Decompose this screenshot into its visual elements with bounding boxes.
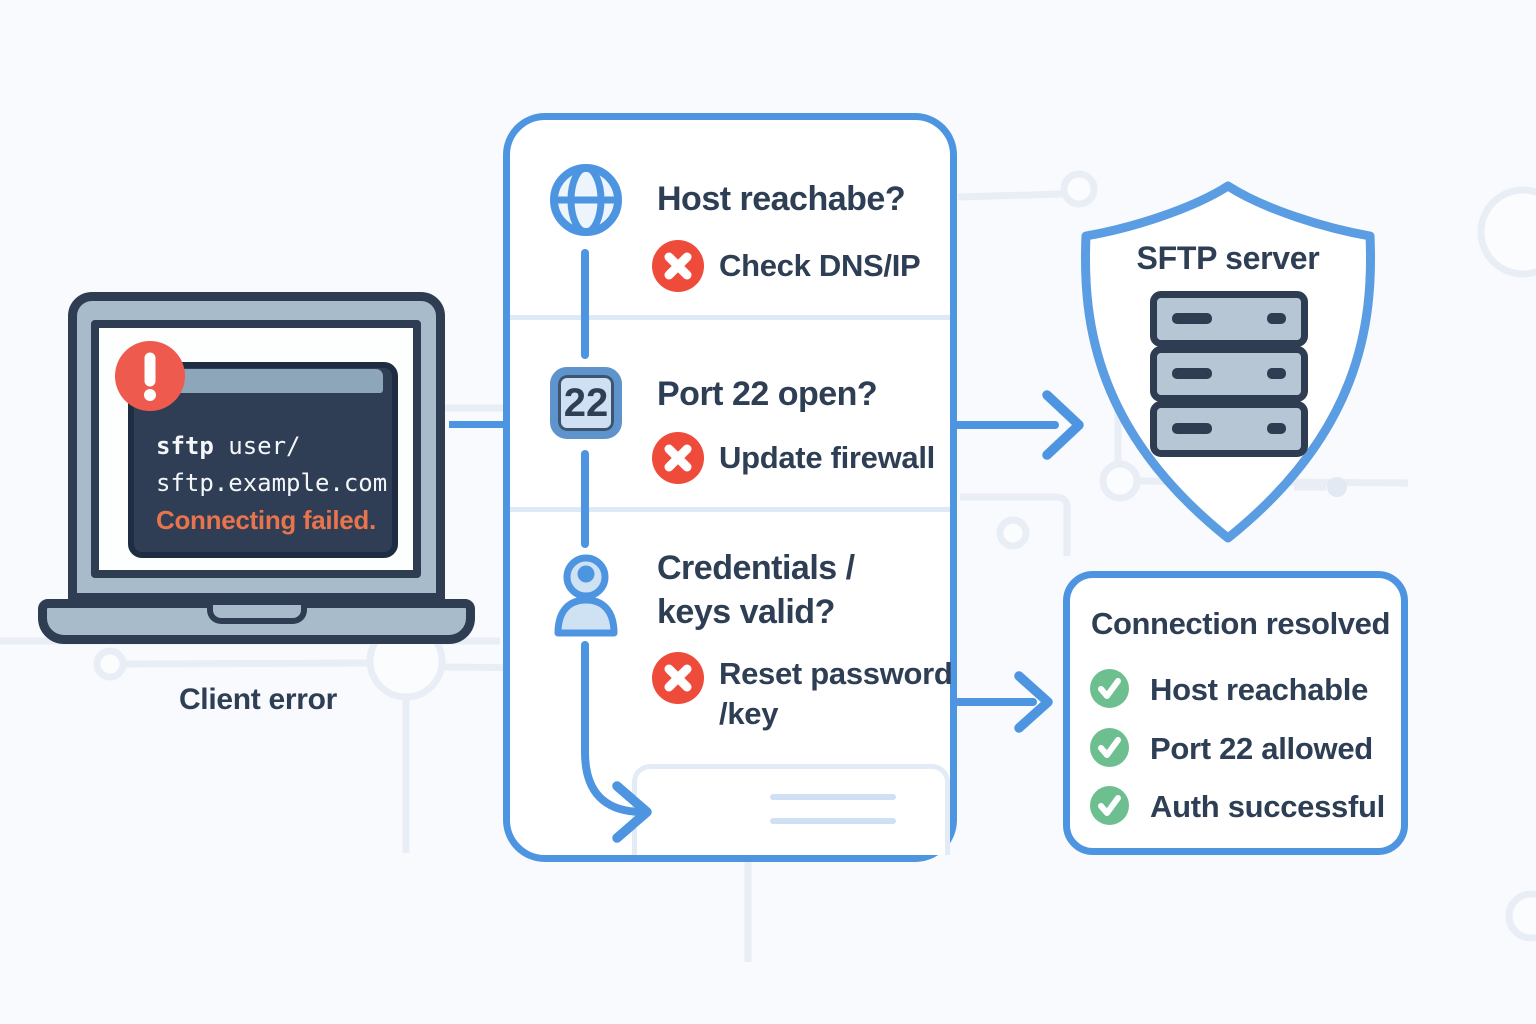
step-title-credentials-line1: Credentials / xyxy=(657,549,855,587)
server-slot xyxy=(1267,313,1286,324)
port-22-icon: 22 xyxy=(550,367,622,439)
resolved-item-port: Port 22 allowed xyxy=(1150,731,1373,766)
laptop-base-notch xyxy=(207,605,307,624)
error-x-icon xyxy=(652,652,704,704)
check-icon xyxy=(1090,728,1129,767)
terminal-command-line: sftp user/ xyxy=(156,428,392,465)
user-icon xyxy=(554,554,618,637)
server-label: SFTP server xyxy=(1136,240,1320,276)
step-title-port: Port 22 open? xyxy=(657,375,878,413)
error-badge xyxy=(115,341,185,411)
server-slot xyxy=(1267,368,1286,379)
step-action-firewall: Update firewall xyxy=(719,440,935,475)
error-x-icon xyxy=(652,432,704,484)
step-action-reset: Reset password /key xyxy=(719,654,953,734)
exclamation-icon xyxy=(144,352,156,401)
step-action-dns: Check DNS/IP xyxy=(719,248,921,283)
step-divider-1 xyxy=(510,315,950,320)
curved-arrow-to-document xyxy=(581,641,652,843)
client-error-label: Client error xyxy=(178,683,338,716)
terminal-command-args: user/ xyxy=(213,432,301,460)
resolved-title: Connection resolved xyxy=(1091,606,1391,641)
terminal-command: sftp xyxy=(156,432,214,460)
step-divider-2 xyxy=(510,507,950,512)
step-connector-2 xyxy=(581,450,589,548)
arrow-to-server xyxy=(955,390,1084,460)
resolved-item-auth: Auth successful xyxy=(1150,789,1385,824)
arrow-to-resolved xyxy=(955,671,1053,733)
step-title-host: Host reachabe? xyxy=(657,180,906,218)
server-slot xyxy=(1267,423,1286,434)
server-slot xyxy=(1172,368,1212,379)
port-number: 22 xyxy=(563,380,609,425)
server-slot xyxy=(1172,423,1212,434)
check-icon xyxy=(1090,669,1129,708)
error-x-icon xyxy=(652,240,704,292)
terminal-status-line: Connecting failed. xyxy=(156,505,376,535)
placeholder-line xyxy=(770,818,896,824)
checklist-panel xyxy=(503,113,957,862)
step-title-credentials-line2: keys valid? xyxy=(657,593,835,631)
globe-icon xyxy=(550,164,622,236)
terminal-output: sftp user/ sftp.example.com Connecting f… xyxy=(156,428,392,539)
step-action-reset-line2: /key xyxy=(719,696,779,731)
client-to-checklist-connector xyxy=(449,421,506,428)
check-icon xyxy=(1090,786,1129,825)
terminal-host-line: sftp.example.com xyxy=(156,469,388,497)
step-title-credentials: Credentials / keys valid? xyxy=(657,546,855,634)
resolved-item-host: Host reachable xyxy=(1150,672,1369,707)
server-slot xyxy=(1172,313,1212,324)
document-placeholder xyxy=(632,764,950,855)
step-connector-1 xyxy=(581,249,589,359)
step-action-reset-line1: Reset password xyxy=(719,656,953,691)
placeholder-line xyxy=(770,794,896,800)
